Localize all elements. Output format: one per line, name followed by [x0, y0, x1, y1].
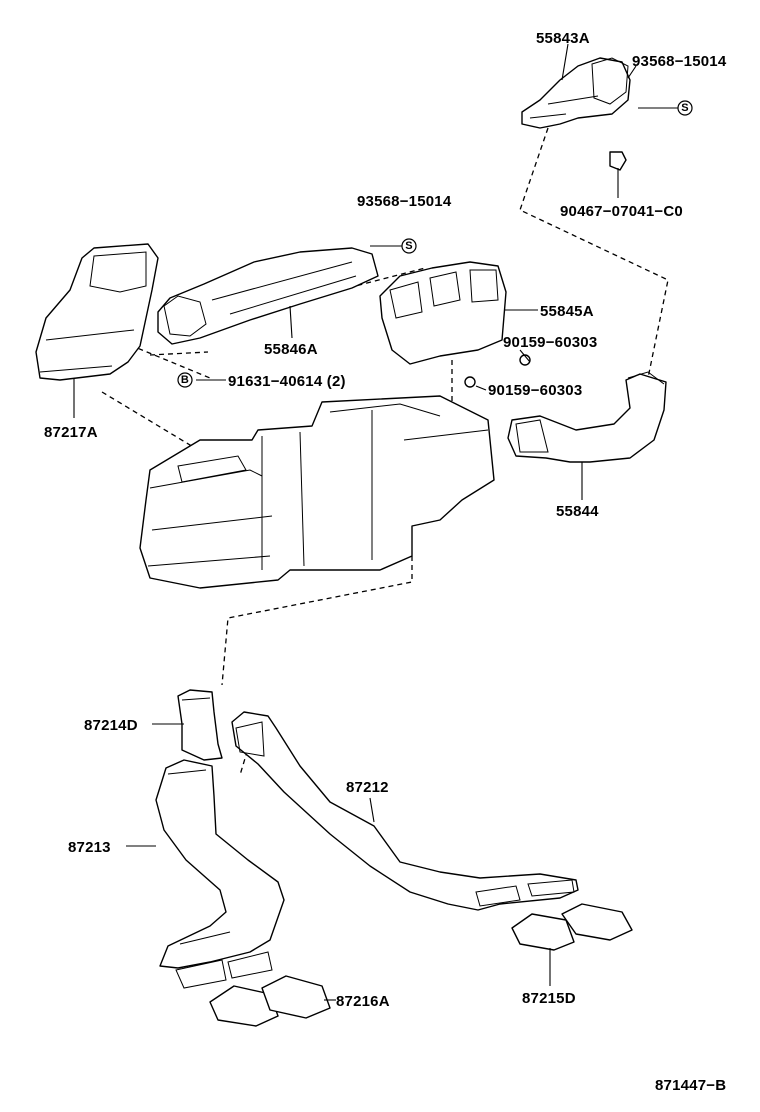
label-87216A: 87216A [336, 993, 390, 1010]
leader-lines [73, 43, 678, 1001]
label-55846A: 55846A [264, 341, 318, 358]
clip-screw-90467 [609, 151, 627, 171]
label-87215D: 87215D [522, 990, 576, 1007]
duct-87217A [35, 243, 159, 381]
s-symbol-top: S [677, 100, 693, 116]
duct-87214D [177, 689, 223, 761]
s-symbol-mid: S [401, 238, 417, 254]
duct-55844 [507, 371, 667, 463]
diagram-code: 871447−B [655, 1077, 726, 1094]
duct-55843A [521, 57, 631, 129]
s-symbol-mid-label: S [405, 240, 413, 252]
register-87216A [209, 975, 331, 1027]
b-symbol-label: B [181, 374, 189, 386]
b-symbol: B [177, 372, 193, 388]
duct-87213 [155, 759, 285, 989]
label-90159-60303-b: 90159−60303 [488, 382, 582, 399]
label-87214D: 87214D [84, 717, 138, 734]
main-heater-unit [139, 395, 495, 589]
label-87213: 87213 [68, 839, 111, 856]
register-87215D [511, 903, 633, 951]
label-93568-15014-top: 93568−15014 [632, 53, 727, 70]
screws-90159 [464, 354, 531, 388]
label-55844: 55844 [556, 503, 599, 520]
label-87217A: 87217A [44, 424, 98, 441]
label-90467-07041-C0: 90467−07041−C0 [560, 203, 683, 220]
s-symbol-top-label: S [681, 102, 689, 114]
label-93568-15014-mid: 93568−15014 [357, 193, 452, 210]
label-55845A: 55845A [540, 303, 594, 320]
duct-55845A [379, 261, 507, 365]
label-91631-40614: 91631−40614 (2) [228, 373, 346, 390]
label-90159-60303-a: 90159−60303 [503, 334, 597, 351]
duct-87212 [231, 711, 579, 911]
label-87212: 87212 [346, 779, 389, 796]
label-55843A: 55843A [536, 30, 590, 47]
duct-55846A [157, 247, 379, 345]
